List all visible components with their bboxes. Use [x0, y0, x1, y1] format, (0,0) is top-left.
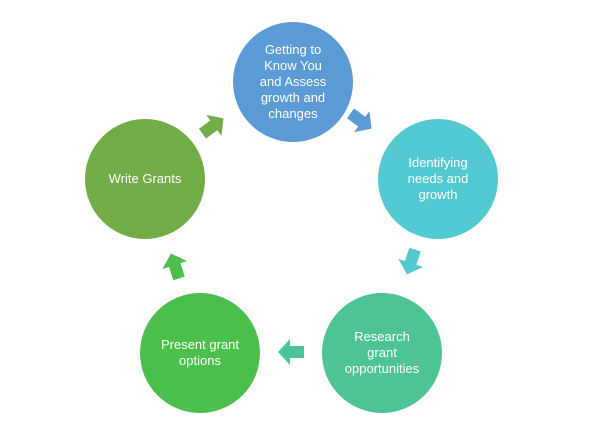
node-label: Research grant opportunities: [344, 329, 420, 376]
arrow-present-to-write-icon: [156, 247, 194, 285]
node-identifying-needs: Identifying needs and growth: [378, 119, 498, 239]
arrow-assess-to-identify-icon: [340, 100, 382, 142]
node-research-grant: Research grant opportunities: [322, 293, 442, 413]
node-label: Write Grants: [108, 171, 182, 186]
node-present-grant-options: Present grant options: [140, 293, 260, 413]
node-label: Present grant options: [160, 337, 240, 368]
arrow-identify-to-research-icon: [392, 243, 430, 281]
arrow-research-to-present-icon: [276, 337, 306, 367]
node-label: Identifying needs and growth: [407, 155, 469, 202]
node-label: Getting to Know You and Assess growth an…: [259, 42, 327, 121]
node-write-grants: Write Grants: [85, 119, 205, 239]
arrow-write-to-assess-icon: [192, 105, 234, 147]
node-getting-to-know-you: Getting to Know You and Assess growth an…: [233, 22, 353, 142]
